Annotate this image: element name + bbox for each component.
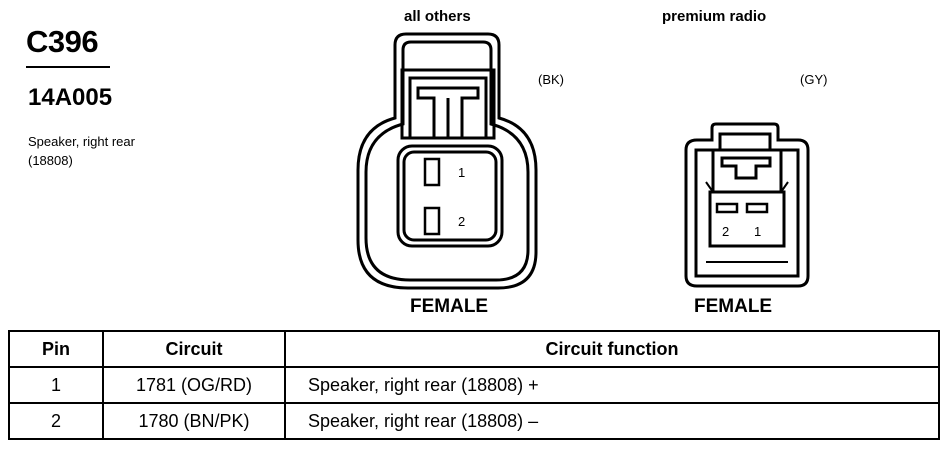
terminal-slot-2 — [423, 206, 441, 236]
latch-ramp-right — [780, 181, 789, 193]
gender-label-all-others: FEMALE — [410, 296, 489, 317]
latch-tab — [416, 86, 480, 140]
circuit-function-cell: Speaker, right rear (18808) + — [284, 366, 940, 404]
circuit-cell: 1780 (BN/PK) — [102, 402, 286, 440]
table-row: 2 1780 (BN/PK) Speaker, right rear (1880… — [8, 402, 940, 440]
latch-tab — [720, 156, 772, 180]
cavity-block — [396, 144, 504, 248]
cavity-block — [708, 190, 786, 248]
connector-description: Speaker, right rear — [28, 134, 135, 149]
connector-id: C396 — [26, 24, 99, 59]
connector-face-premium-radio — [684, 122, 810, 288]
connector-circuit-ref: (18808) — [28, 153, 73, 168]
table-row: 1 1781 (OG/RD) Speaker, right rear (1880… — [8, 366, 940, 404]
column-header-circuit-function: Circuit function — [284, 330, 940, 368]
latch-ramp-left — [705, 181, 714, 193]
gender-label-premium-radio: FEMALE — [694, 296, 773, 317]
pin-label-2: 2 — [458, 214, 465, 229]
circuit-function-cell: Speaker, right rear (18808) – — [284, 402, 940, 440]
pin-label-2: 2 — [722, 224, 729, 239]
column-header-circuit: Circuit — [102, 330, 286, 368]
pin-cell: 1 — [8, 366, 104, 404]
pinout-table: Pin Circuit Circuit function 1 1781 (OG/… — [8, 330, 940, 440]
table-header-row: Pin Circuit Circuit function — [8, 330, 940, 368]
column-header-pin: Pin — [8, 330, 104, 368]
terminal-slot-1 — [423, 157, 441, 187]
terminal-slot-2 — [715, 202, 739, 214]
pin-label-1: 1 — [754, 224, 761, 239]
terminal-slot-1 — [745, 202, 769, 214]
latch-outer — [711, 148, 783, 194]
cavity-block-inner — [402, 150, 498, 242]
connector-color-premium-radio: (GY) — [800, 72, 828, 87]
view-header-premium-radio: premium radio — [662, 8, 767, 25]
pin-label-1: 1 — [458, 165, 465, 180]
connector-face-all-others — [356, 32, 538, 290]
connector-face-diagrams: 1 2 2 1 — [356, 32, 810, 290]
pin-cell: 2 — [8, 402, 104, 440]
circuit-cell: 1781 (OG/RD) — [102, 366, 286, 404]
connector-outer-shell — [684, 122, 810, 288]
connector-id-underline — [26, 66, 110, 68]
part-number: 14A005 — [28, 84, 113, 111]
view-header-all-others: all others — [404, 8, 471, 25]
connector-outer-shell — [356, 32, 538, 290]
connector-color-all-others: (BK) — [538, 72, 564, 87]
connector-inner-shell — [364, 40, 530, 282]
